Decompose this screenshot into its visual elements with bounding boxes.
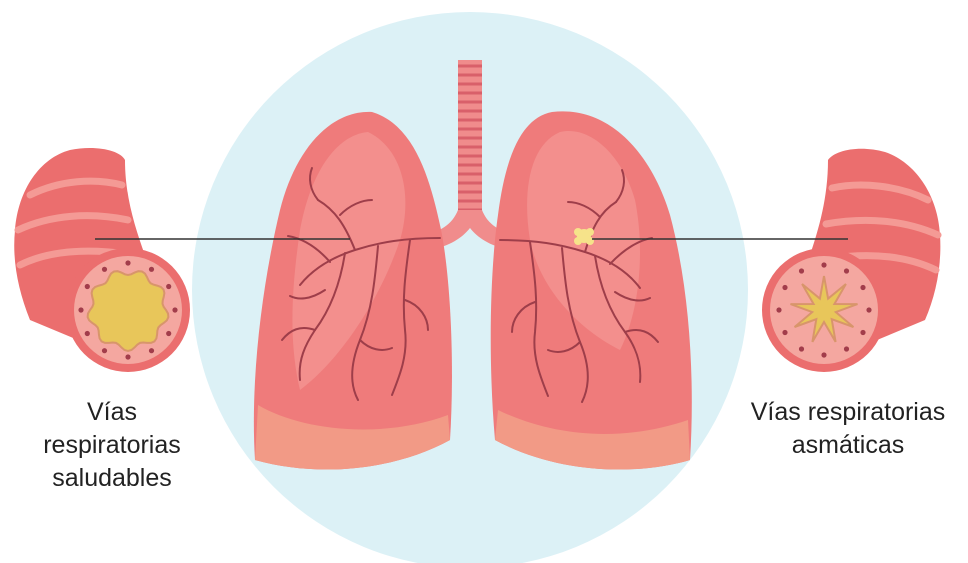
airway-wall-dot — [85, 331, 90, 336]
airway-wall-dot — [102, 348, 107, 353]
asthma-label-line-1: Vías respiratorias — [728, 396, 968, 429]
airway-wall-dot — [799, 346, 804, 351]
airway-wall-dot — [782, 330, 787, 335]
airway-wall-dot — [78, 307, 83, 312]
healthy-label-line-2: respiratorias — [12, 429, 212, 462]
airway-wall-dot — [172, 307, 177, 312]
airway-wall-dot — [125, 354, 130, 359]
airway-wall-dot — [166, 284, 171, 289]
airway-wall-dot — [844, 268, 849, 273]
airway-wall-dot — [821, 352, 826, 357]
airway-wall-dot — [85, 284, 90, 289]
asthma-label-line-2: asmáticas — [728, 429, 968, 462]
airway-wall-dot — [166, 331, 171, 336]
healthy-label-line-3: saludables — [12, 462, 212, 495]
airway-wall-dot — [860, 285, 865, 290]
airway-wall-dot — [799, 268, 804, 273]
airway-wall-dot — [125, 260, 130, 265]
airway-wall-dot — [776, 307, 781, 312]
airway-wall-dot — [149, 348, 154, 353]
airway-wall-dot — [782, 285, 787, 290]
asthma-airway-label: Vías respiratorias asmáticas — [728, 396, 968, 462]
airway-wall-dot — [821, 262, 826, 267]
airway-wall-dot — [149, 267, 154, 272]
airway-wall-dot — [866, 307, 871, 312]
airway-wall-dot — [844, 346, 849, 351]
healthy-label-line-1: Vías — [12, 396, 212, 429]
airway-wall-dot — [860, 330, 865, 335]
airway-wall-dot — [102, 267, 107, 272]
healthy-airway-icon — [14, 148, 190, 372]
asthma-airway-icon — [762, 149, 940, 372]
healthy-airway-label: Vías respiratorias saludables — [12, 396, 212, 495]
